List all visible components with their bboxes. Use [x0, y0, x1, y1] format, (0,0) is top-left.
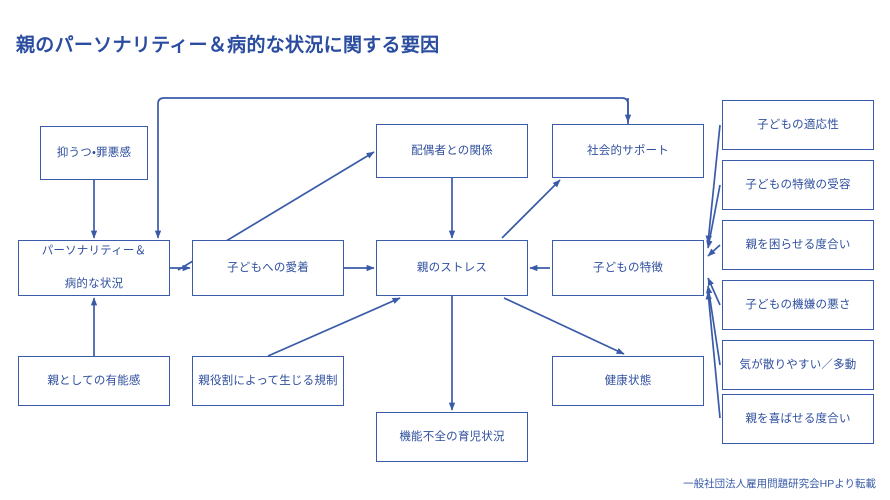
- edge-distractibility-to-traits: [705, 285, 721, 366]
- node-child-adaptability[interactable]: 子どもの適応性: [722, 100, 874, 150]
- node-health-status[interactable]: 健康状態: [552, 356, 704, 406]
- node-parent-stress[interactable]: 親のストレス: [376, 240, 528, 296]
- node-dysfunctional-parenting[interactable]: 機能不全の育児状況: [376, 412, 528, 462]
- node-distractibility-hyperactivity[interactable]: 気が散りやすい／多動: [722, 340, 874, 390]
- edge-reinforcement-to-traits: [705, 291, 721, 419]
- node-label: 子どもの機嫌の悪さ: [745, 298, 851, 311]
- node-label-line2: 病的な状況: [64, 278, 124, 291]
- edge-moodiness-to-traits: [707, 277, 721, 306]
- edge-acceptance-to-traits: [706, 184, 721, 249]
- node-label: 子どもの特徴の受容: [745, 178, 851, 191]
- page-title: 親のパーソナリティー＆病的な状況に関する要因: [16, 35, 440, 56]
- node-label: 機能不全の育児状況: [399, 430, 505, 443]
- edge-demandingness-to-traits: [707, 244, 721, 257]
- edge-stress-to-support: [501, 179, 561, 239]
- node-child-moodiness[interactable]: 子どもの機嫌の悪さ: [722, 280, 874, 330]
- footer-credit: 一般社団法人雇用問題研究会HPより転載: [683, 478, 876, 490]
- node-demandingness[interactable]: 親を困らせる度合い: [722, 220, 874, 270]
- node-competence[interactable]: 親としての有能感: [18, 356, 170, 406]
- node-acceptance-of-child-traits[interactable]: 子どもの特徴の受容: [722, 160, 874, 210]
- node-label: 子どもの特徴: [592, 261, 664, 274]
- node-label: 気が散りやすい／多動: [739, 358, 857, 371]
- edge-stress-to-health: [503, 297, 625, 355]
- node-social-support[interactable]: 社会的サポート: [552, 124, 704, 178]
- node-depression[interactable]: 抑うつ・罪悪感: [40, 126, 148, 180]
- node-label: 親としての有能感: [47, 374, 141, 387]
- node-label: 抑うつ・罪悪感: [56, 146, 132, 159]
- node-label: パーソナリティー＆ 病的な状況: [34, 243, 155, 293]
- node-label: 子どもへの愛着: [227, 261, 309, 274]
- node-attachment[interactable]: 子どもへの愛着: [192, 240, 344, 296]
- node-personality[interactable]: パーソナリティー＆ 病的な状況: [18, 240, 170, 296]
- edge-adaptability-to-traits: [705, 124, 721, 244]
- node-label: 配偶者との関係: [411, 144, 493, 157]
- node-role-restriction[interactable]: 親役割によって生じる規制: [192, 356, 344, 406]
- node-label: 親役割によって生じる規制: [198, 374, 338, 387]
- node-label: 子どもの適応性: [757, 118, 839, 131]
- node-label-line1: パーソナリティー＆: [41, 244, 147, 257]
- edge-role-to-stress: [267, 297, 401, 357]
- node-label: 健康状態: [604, 374, 652, 387]
- node-reinforces-parent[interactable]: 親を喜ばせる度合い: [722, 394, 874, 444]
- node-label: 社会的サポート: [587, 144, 669, 157]
- node-child-traits[interactable]: 子どもの特徴: [552, 240, 704, 296]
- node-label: 親を喜ばせる度合い: [745, 412, 851, 425]
- node-label: 親を困らせる度合い: [745, 238, 851, 251]
- node-label: 親のストレス: [416, 261, 488, 274]
- node-spouse-relation[interactable]: 配偶者との関係: [376, 124, 528, 178]
